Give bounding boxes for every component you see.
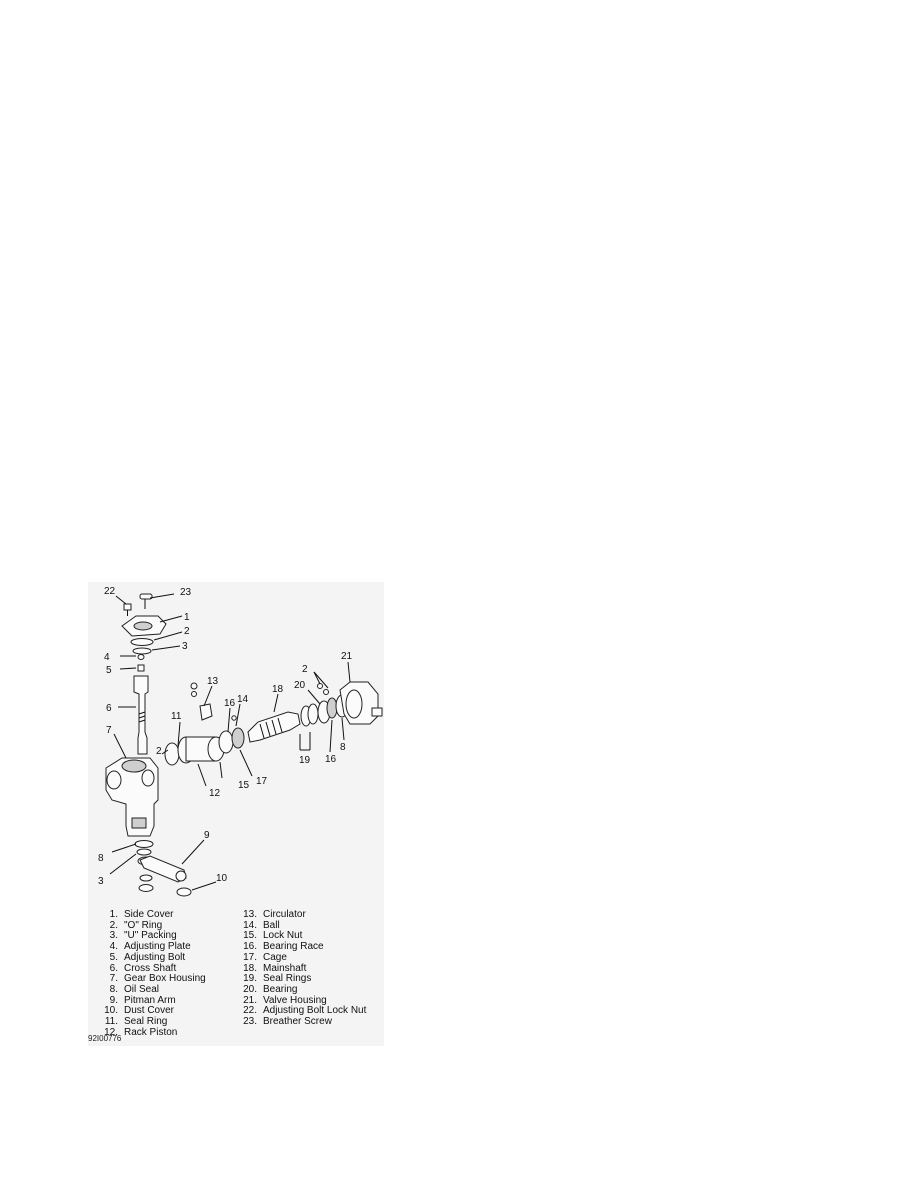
legend-item: 2."O" Ring (109, 919, 163, 931)
callout-20: 20 (294, 680, 306, 691)
callout-9: 9 (204, 830, 210, 841)
adjusting-bolt-lock-nut-part (123, 603, 132, 611)
figure-code: 92I00776 (88, 1034, 122, 1043)
legend-item: 14.Ball (243, 919, 280, 931)
ball-part (231, 715, 237, 721)
legend-item: 10.Dust Cover (104, 1005, 175, 1017)
callout-3: 3 (182, 641, 188, 652)
callout-3-lower: 3 (98, 876, 104, 887)
callout-17: 17 (256, 776, 268, 787)
adjusting-bolt-part (137, 664, 145, 672)
legend-item: 20.Bearing (243, 983, 298, 995)
legend-item: 12.Rack Piston (104, 1026, 178, 1038)
callout-11: 11 (171, 711, 182, 722)
leader-lines (109, 593, 351, 891)
callout-19: 19 (299, 755, 311, 766)
adjusting-plate-part (137, 654, 145, 660)
callout-13: 13 (207, 676, 219, 687)
dust-cover-part (176, 887, 192, 897)
cross-shaft-part (133, 675, 149, 755)
callout-8-valve: 8 (340, 742, 346, 753)
callout-15: 15 (238, 780, 250, 791)
legend-item: 16.Bearing Race (243, 941, 324, 953)
lock-nut-part (218, 730, 234, 754)
legend-item: 6.Cross Shaft (109, 962, 177, 974)
steering-gear-exploded-view: 22 23 1 2 3 4 5 6 7 13 11 2 16 14 18 20 … (98, 586, 383, 897)
parts-drawing (105, 593, 383, 897)
callout-23: 23 (180, 587, 192, 598)
exploded-diagram-figure: 22 23 1 2 3 4 5 6 7 13 11 2 16 14 18 20 … (88, 582, 384, 1046)
legend-item: 18.Mainshaft (243, 962, 307, 974)
legend-item: 7.Gear Box Housing (109, 973, 206, 985)
legend-column-right: 13.Circulator 14.Ball 15.Lock Nut 16.Bea… (233, 909, 367, 1028)
legend-item: 13.Circulator (243, 909, 306, 920)
cage-part (231, 727, 245, 749)
legend-item: 22.Adjusting Bolt Lock Nut (243, 1005, 367, 1017)
legend-item: 11.Seal Ring (104, 1016, 168, 1028)
callout-21: 21 (341, 651, 353, 662)
legend-item: 5.Adjusting Bolt (109, 951, 186, 963)
bearing-race-part (326, 697, 338, 719)
circulator-part (199, 703, 213, 721)
callout-2-valve: 2 (302, 664, 308, 675)
callout-5: 5 (106, 665, 112, 676)
legend-item: 19.Seal Rings (243, 973, 312, 985)
callout-4: 4 (104, 652, 110, 663)
callout-12: 12 (209, 788, 221, 799)
legend-item: 1.Side Cover (109, 909, 174, 920)
legend-item: 21.Valve Housing (243, 994, 327, 1006)
callout-8: 8 (98, 853, 104, 864)
callout-22: 22 (104, 586, 116, 597)
callout-numbers: 22 23 1 2 3 4 5 6 7 13 11 2 16 14 18 20 … (98, 586, 353, 887)
legend-item: 9.Pitman Arm (109, 994, 176, 1006)
legend-item: 8.Oil Seal (109, 983, 160, 995)
legend-item: 4.Adjusting Plate (109, 941, 191, 953)
callout-6: 6 (106, 703, 112, 714)
breather-screw-part (139, 593, 153, 600)
callout-2-rack: 2 (156, 746, 162, 757)
callout-1: 1 (184, 612, 190, 623)
callout-10: 10 (216, 873, 228, 884)
callout-7: 7 (106, 725, 112, 736)
legend-item: 23.Breather Screw (243, 1016, 332, 1028)
u-packing-part (132, 647, 152, 655)
callout-2: 2 (184, 626, 190, 637)
legend-column-left: 1.Side Cover 2."O" Ring 3."U" Packing 4.… (94, 909, 206, 1038)
callout-18: 18 (272, 684, 284, 695)
legend-item: 15.Lock Nut (243, 930, 303, 942)
callout-14: 14 (237, 694, 249, 705)
o-ring-part (130, 638, 154, 646)
seal-ring-part (164, 742, 180, 766)
legend-item: 17.Cage (243, 951, 287, 963)
callout-16: 16 (224, 698, 236, 709)
legend-item: 3."U" Packing (109, 930, 177, 942)
callout-16-valve: 16 (325, 754, 337, 765)
